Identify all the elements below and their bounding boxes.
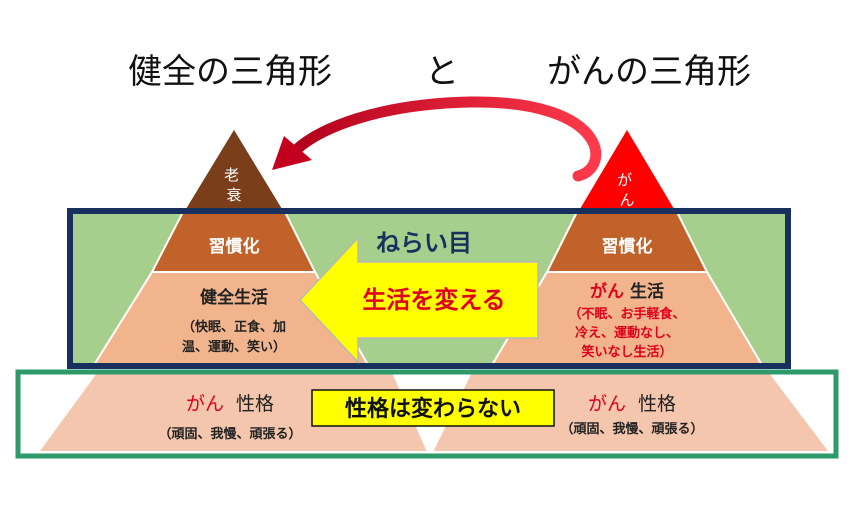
right-life-suffix: 生活 [630, 281, 664, 302]
title-connector: と [425, 52, 459, 92]
left-habit-label: 習慣化 [209, 236, 260, 257]
right-life-title: がん 生活 [590, 281, 664, 302]
curved-arrowhead-icon [272, 136, 312, 170]
personality-label-box [311, 389, 555, 427]
left-life-title: 健全生活 [200, 287, 268, 308]
curved-arrow-icon [290, 96, 602, 182]
personality-label: 性格は変わらない [345, 396, 521, 422]
right-apex-label: が ん [617, 171, 637, 209]
arrow-label: 生活を変える [362, 286, 505, 314]
target-zone-frame [67, 208, 791, 369]
left-base-prefix: がん [186, 393, 224, 415]
right-habit-label: 習慣化 [602, 236, 653, 257]
left-base-detail: （頑固、我慢、頑張る） [158, 426, 301, 442]
right-life-detail-2: 冷え、運動なし、 [575, 325, 679, 341]
target-label: ねらい目 [376, 229, 472, 257]
title-left: 健全の三角形 [128, 52, 332, 92]
change-lifestyle-arrow-icon [298, 236, 539, 364]
right-base-detail: （頑固、我慢、頑張る） [560, 421, 703, 437]
right-base-title: がん 性格 [588, 393, 676, 415]
left-apex-label: 老 衰 [224, 166, 244, 204]
right-base-prefix: がん [588, 393, 626, 415]
title-right: がんの三角形 [547, 52, 751, 92]
right-life-prefix: がん [590, 281, 624, 302]
personality-zone-frame [15, 369, 839, 459]
left-life-detail-2: 温、運動、笑い） [182, 339, 286, 355]
right-base-suffix: 性格 [638, 393, 676, 415]
left-life-detail-1: （快眠、正食、加 [182, 319, 286, 335]
left-base-title: がん 性格 [186, 393, 274, 415]
right-apex-char-1: が [617, 171, 632, 189]
right-life-detail-1: （不眠、お手軽食、 [568, 306, 685, 322]
left-apex-char-1: 老 [224, 166, 239, 184]
right-apex-char-2: ん [619, 191, 634, 209]
left-apex-char-2: 衰 [226, 186, 241, 204]
right-life-detail-3: 笑いなし生活） [581, 344, 672, 360]
left-base-suffix: 性格 [236, 393, 274, 415]
